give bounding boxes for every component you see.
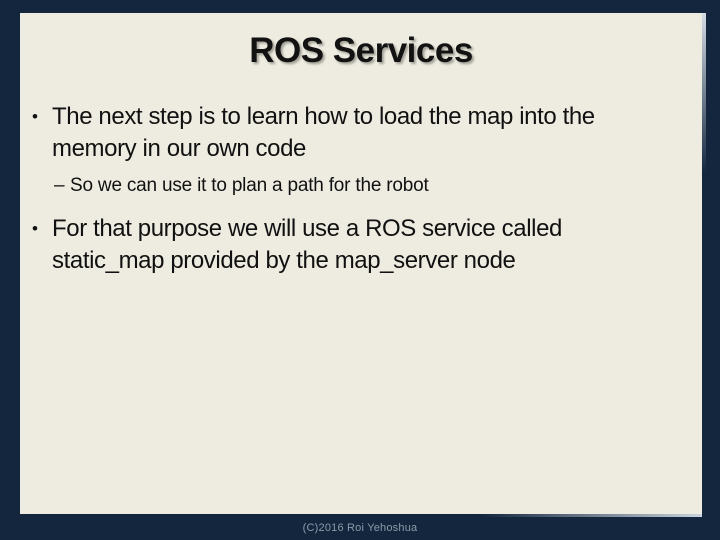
slide-title: ROS Services xyxy=(249,31,473,70)
bullet-dot-icon: • xyxy=(32,107,38,126)
dash-bullet-icon: – xyxy=(54,175,65,196)
bullet-item-2: • For that purpose we will use a ROS ser… xyxy=(20,213,692,277)
bullet-text-2: For that purpose we will use a ROS servi… xyxy=(52,215,562,274)
sub-bullet-item-1: – So we can use it to plan a path for th… xyxy=(20,173,692,199)
bullet-item-1: • The next step is to learn how to load … xyxy=(20,101,692,165)
bullet-text-1: The next step is to learn how to load th… xyxy=(52,103,595,162)
slide: ROS Services • The next step is to learn… xyxy=(20,13,706,517)
sub-bullet-text-1: So we can use it to plan a path for the … xyxy=(70,175,429,196)
bullet-dot-icon: • xyxy=(32,219,38,238)
footer-credit: (C)2016 Roi Yehoshua xyxy=(302,522,418,534)
